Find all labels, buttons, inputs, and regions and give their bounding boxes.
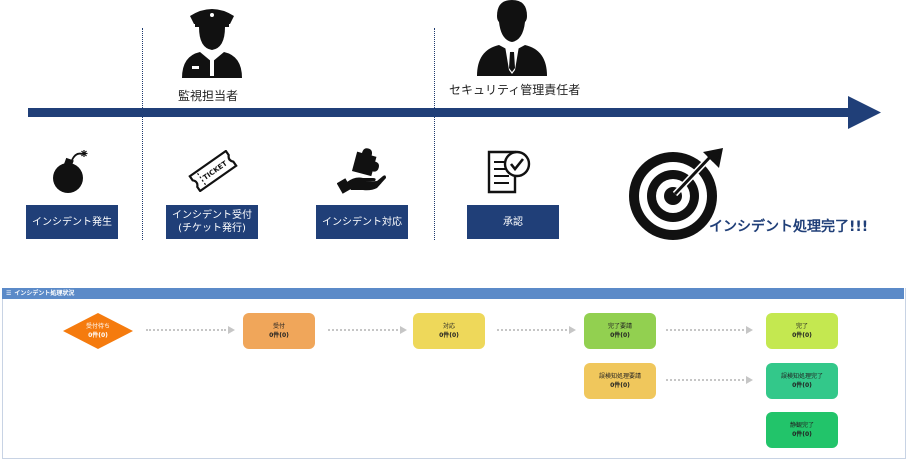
list-icon: ☰ [6, 290, 12, 297]
role-label-security: セキュリティ管理責任者 [449, 83, 581, 97]
connector [666, 329, 744, 332]
role-label-monitor: 監視担当者 [178, 89, 239, 103]
step-incident-occurred: インシデント発生 [26, 205, 118, 239]
node-complete-count: 0件(0) [792, 332, 812, 339]
node-false-positive-request-label: 誤検知処理要請 [598, 373, 641, 380]
node-handling-label: 対応 [442, 323, 455, 330]
timeline-arrow [28, 96, 881, 129]
node-static-done-label: 静観完了 [789, 422, 814, 429]
node-received-label: 受付 [272, 323, 285, 330]
node-waiting-label: 受付待ち [85, 323, 110, 330]
bomb-icon [53, 150, 88, 193]
connector-arrowhead [228, 326, 235, 334]
node-handling[interactable]: 対応 0件(0) [413, 313, 485, 349]
node-static-done-count: 0件(0) [792, 431, 812, 438]
node-complete-label: 完了 [795, 323, 808, 330]
node-completion-request-count: 0件(0) [610, 332, 630, 339]
goal-text: インシデント処理完了!!! [709, 219, 869, 235]
node-false-positive-done-label: 誤検知処理完了 [780, 373, 823, 380]
security-guard-icon [182, 9, 242, 78]
node-completion-request[interactable]: 完了要請 0件(0) [584, 313, 656, 349]
status-panel-title: インシデント処理状況 [14, 290, 75, 297]
node-false-positive-request[interactable]: 誤検知処理要請 0件(0) [584, 363, 656, 399]
node-false-positive-done-count: 0件(0) [792, 382, 812, 389]
role-divider [434, 28, 435, 240]
ticket-icon: TICKET [188, 150, 238, 192]
connector-arrowhead [400, 326, 407, 334]
connector-arrowhead [746, 326, 753, 334]
node-waiting[interactable]: 受付待ち 0件(0) [63, 313, 133, 349]
node-received[interactable]: 受付 0件(0) [243, 313, 315, 349]
checklist-approval-icon [487, 150, 531, 194]
step-approval: 承認 [467, 205, 559, 239]
connector-arrowhead [746, 376, 753, 384]
node-false-positive-done[interactable]: 誤検知処理完了 0件(0) [766, 363, 838, 399]
connector [497, 329, 567, 332]
connector-arrowhead [569, 326, 576, 334]
connector [328, 329, 398, 332]
connector [666, 379, 744, 382]
node-false-positive-request-count: 0件(0) [610, 382, 630, 389]
node-received-count: 0件(0) [269, 332, 289, 339]
node-static-done[interactable]: 静観完了 0件(0) [766, 412, 838, 448]
node-complete[interactable]: 完了 0件(0) [766, 313, 838, 349]
role-divider [142, 28, 143, 240]
step-incident-received: インシデント受付 (チケット発行) [166, 205, 258, 239]
node-waiting-count: 0件(0) [88, 332, 108, 339]
businessman-icon [477, 0, 547, 76]
target-bullseye-icon [629, 148, 723, 240]
hand-with-puzzle-icon [337, 148, 386, 194]
step-incident-handling: インシデント対応 [316, 205, 408, 239]
status-panel-header: ☰インシデント処理状況 [2, 288, 904, 299]
connector [146, 329, 226, 332]
node-waiting-shape [63, 313, 133, 349]
node-completion-request-label: 完了要請 [607, 323, 632, 330]
node-handling-count: 0件(0) [439, 332, 459, 339]
